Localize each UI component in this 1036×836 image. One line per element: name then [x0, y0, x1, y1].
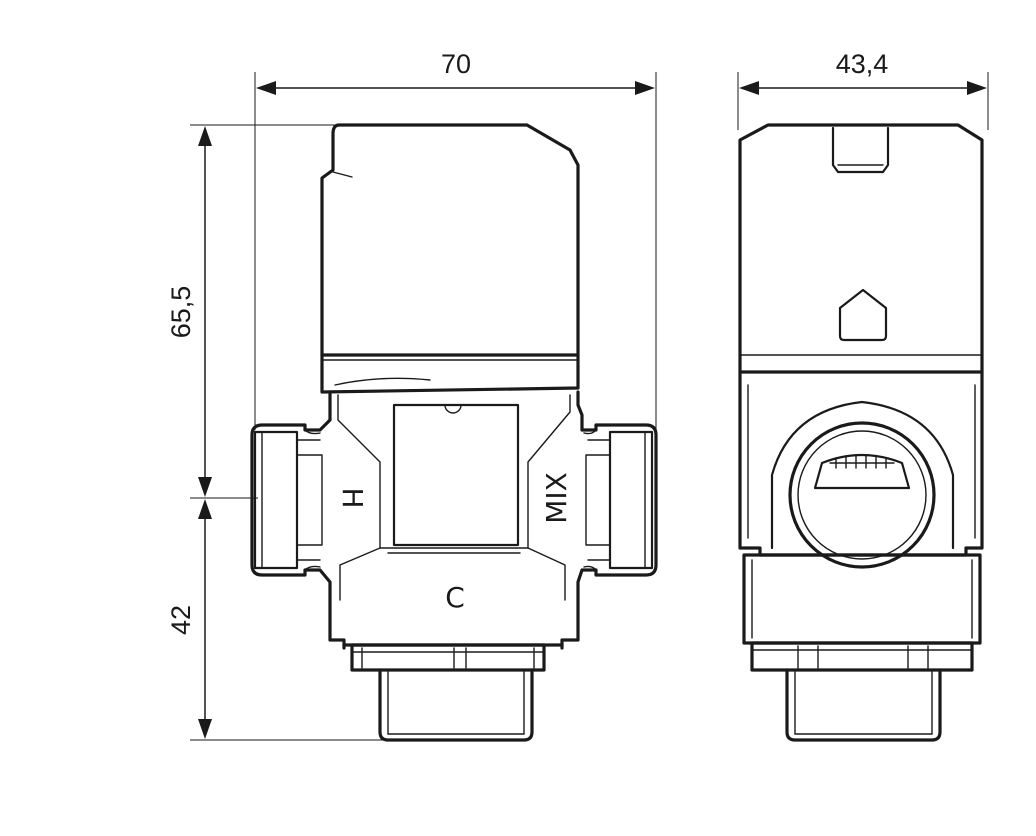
front-port-right — [583, 429, 654, 571]
dimension-height-upper: 65,5 — [166, 124, 338, 499]
dimension-height-upper-label: 65,5 — [166, 286, 196, 339]
front-actuator-cap — [320, 123, 580, 394]
dimension-width-side-label: 43,4 — [836, 49, 889, 79]
front-port-left — [253, 429, 323, 571]
dimension-width-front-label: 70 — [441, 49, 471, 79]
port-label-hot: H — [336, 487, 369, 508]
side-dial — [788, 421, 936, 569]
side-actuator-cap — [738, 123, 984, 374]
front-view: H MIX C — [250, 123, 658, 742]
dimension-width-front: 70 — [254, 49, 657, 430]
arrow-up-icon — [838, 288, 888, 342]
side-view — [738, 123, 984, 742]
port-label-cold: C — [445, 581, 465, 614]
front-valve-body: H MIX C — [250, 390, 658, 650]
front-bottom-connector — [350, 643, 546, 742]
side-bottom-connector — [750, 641, 974, 742]
port-label-mix: MIX — [540, 472, 573, 524]
dimension-height-lower-label: 42 — [166, 605, 196, 635]
side-valve-body — [738, 370, 984, 569]
dimension-height-lower: 42 — [166, 499, 386, 741]
dimension-width-side: 43,4 — [737, 49, 989, 130]
